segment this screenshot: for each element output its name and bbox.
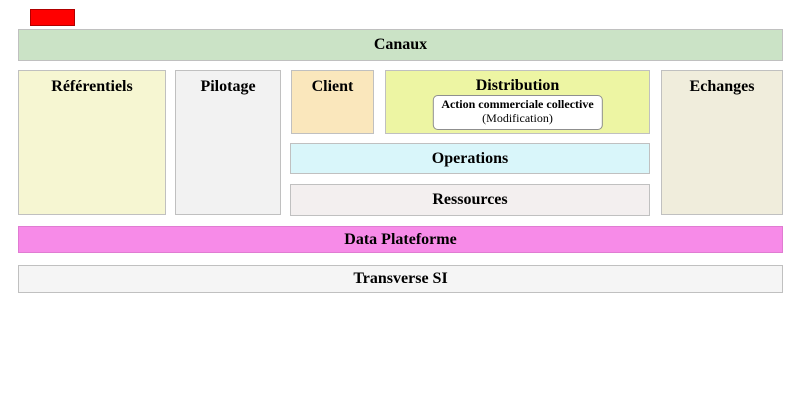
data-plateforme-label: Data Plateforme xyxy=(344,230,457,248)
callout-title: Action commerciale collective xyxy=(441,97,594,111)
operations-label: Operations xyxy=(431,149,509,167)
ressources-block: Ressources xyxy=(290,184,650,216)
referentiels-label: Référentiels xyxy=(51,78,133,95)
transverse-si-block: Transverse SI xyxy=(18,265,783,293)
distribution-block: Distribution Action commerciale collecti… xyxy=(385,70,650,134)
echanges-block: Echanges xyxy=(661,70,783,215)
echanges-label: Echanges xyxy=(689,78,755,95)
operations-block: Operations xyxy=(290,143,650,174)
red-marker-block xyxy=(30,9,75,26)
distribution-label: Distribution xyxy=(475,77,560,94)
callout-subtitle: (Modification) xyxy=(482,110,553,125)
client-block: Client xyxy=(291,70,374,134)
data-plateforme-block: Data Plateforme xyxy=(18,226,783,253)
client-label: Client xyxy=(311,78,354,95)
pilotage-label: Pilotage xyxy=(200,78,256,95)
ressources-label: Ressources xyxy=(432,191,508,208)
pilotage-block: Pilotage xyxy=(175,70,281,215)
referentiels-block: Référentiels xyxy=(18,70,166,215)
canaux-label: Canaux xyxy=(373,36,428,53)
canaux-block: Canaux xyxy=(18,29,783,61)
action-commerciale-callout: Action commerciale collective (Modificat… xyxy=(432,95,603,130)
transverse-si-label: Transverse SI xyxy=(353,270,448,287)
